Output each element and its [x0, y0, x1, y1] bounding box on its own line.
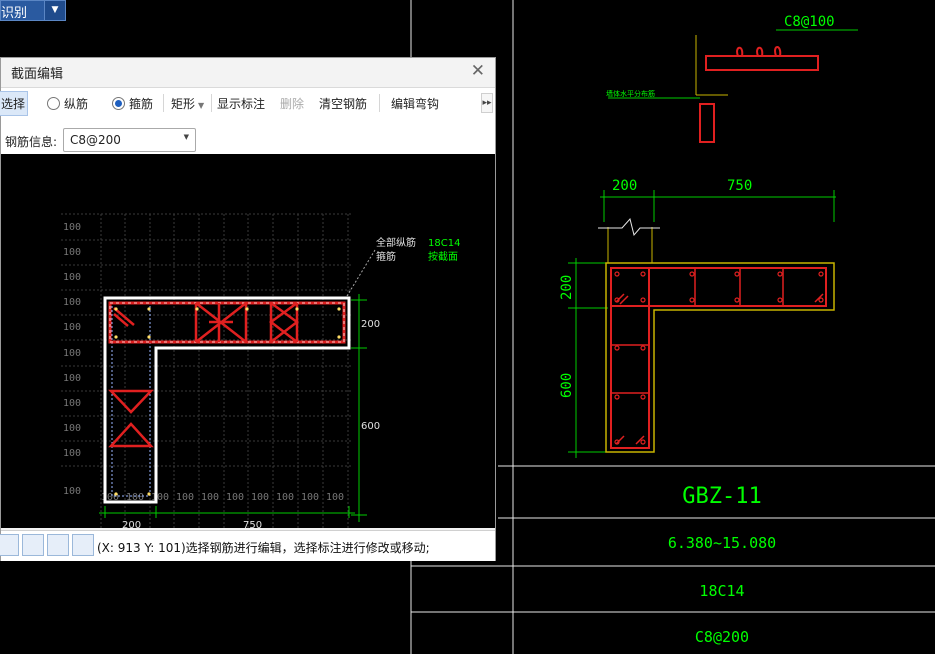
chevron-down-icon: ▼ — [183, 133, 189, 141]
grid-label: 100 — [63, 297, 81, 308]
grid-label: 100 — [301, 492, 319, 503]
stirrup-radio[interactable]: 箍筋 — [112, 95, 153, 112]
chevron-down-icon: ▼ — [198, 101, 205, 110]
dim-right-bottom[interactable]: 600 — [361, 421, 380, 432]
show-labels-button[interactable]: 显示标注 — [217, 97, 266, 111]
grid-label: 100 — [176, 492, 194, 503]
rebar-info-row: 钢筋信息: C8@200 ▼ — [1, 118, 495, 154]
grid-label: 100 — [276, 492, 294, 503]
select-tool-button[interactable]: 选择 — [0, 91, 29, 116]
rebar-info-label: 钢筋信息: — [5, 135, 58, 149]
annotation-value-2[interactable]: 按截面 — [428, 250, 458, 263]
dim-left-top: 200 — [559, 275, 575, 300]
stirrup-label: 箍筋 — [129, 97, 154, 111]
grid-label: 100 — [201, 492, 219, 503]
grid-label: 100 — [101, 492, 119, 503]
delete-button[interactable]: 删除 — [280, 97, 305, 111]
status-text: (X: 913 Y: 101)选择钢筋进行编辑，选择标注进行修改或移动; — [97, 541, 430, 555]
longitudinal-radio[interactable]: 纵筋 — [47, 95, 88, 112]
grid-label: 100 — [63, 486, 81, 497]
grid-label: 100 — [63, 222, 81, 233]
dim-bottom-right[interactable]: 750 — [243, 520, 262, 531]
top-detail-label: C8@100 — [784, 14, 835, 30]
dim-right-top[interactable]: 200 — [361, 319, 380, 330]
toolbar-divider — [211, 94, 212, 112]
dim-top-right: 750 — [727, 178, 752, 194]
section-outline[interactable] — [103, 296, 351, 504]
grid-label: 100 — [63, 398, 81, 409]
tie-pair[interactable] — [108, 389, 154, 448]
top-toolbar-label: 识别 — [1, 6, 28, 21]
grid-label: 100 — [63, 373, 81, 384]
grid-label: 100 — [226, 492, 244, 503]
dialog-titlebar[interactable]: 截面编辑 ✕ — [1, 58, 495, 85]
section-canvas[interactable]: 100 100 100 100 100 100 100 100 100 100 … — [1, 154, 495, 564]
dim-left-bottom: 600 — [559, 373, 575, 398]
grid-label: 100 — [63, 322, 81, 333]
note-label: 墙体水平分布筋 — [606, 89, 655, 98]
table-longitudinal: 18C14 — [699, 582, 744, 600]
chevron-down-icon[interactable]: ▼ — [44, 1, 65, 20]
radio-icon — [47, 97, 60, 110]
annotation-value-1[interactable]: 18C14 — [428, 238, 460, 249]
perpendicular-snap-icon[interactable] — [47, 534, 69, 556]
table-stirrup: C8@200 — [695, 628, 749, 646]
rebar-info-value: C8@200 — [70, 133, 121, 147]
tie-pair[interactable] — [268, 301, 300, 343]
longitudinal-label: 纵筋 — [64, 97, 89, 111]
grid-label: 100 — [63, 272, 81, 283]
grid-label: 100 — [151, 492, 169, 503]
grid-label: 100 — [126, 492, 144, 503]
stirrup-hook[interactable] — [113, 307, 135, 327]
ortho-snap-icon[interactable] — [0, 534, 19, 556]
dim-top-left: 200 — [612, 178, 637, 194]
rebar-info-select[interactable]: C8@200 ▼ — [63, 128, 196, 152]
grid-label: 100 — [63, 348, 81, 359]
clear-rebar-button[interactable]: 清空钢筋 — [319, 97, 368, 111]
table-name: GBZ-11 — [682, 484, 761, 509]
table-elevation: 6.380~15.080 — [668, 534, 776, 552]
toolbar-divider — [379, 94, 380, 112]
grid-label: 100 — [63, 247, 81, 258]
dim-bottom-left[interactable]: 200 — [122, 520, 141, 531]
add-point-icon[interactable] — [72, 534, 94, 556]
close-icon[interactable]: ✕ — [470, 61, 485, 81]
grid-label: 100 — [251, 492, 269, 503]
grid-label: 100 — [63, 423, 81, 434]
radio-checked-icon — [112, 97, 125, 110]
dialog-title: 截面编辑 — [11, 67, 64, 82]
top-toolbar-combo[interactable]: 识别 ▼ — [0, 0, 66, 21]
tie-pair[interactable] — [194, 302, 248, 343]
dialog-toolbar: 选择 纵筋 箍筋 矩形▼ 显示标注 删除 清空钢筋 编辑弯钩 ▸▸ — [0, 87, 495, 119]
grid-label: 100 — [326, 492, 344, 503]
shape-dropdown[interactable]: 矩形▼ — [171, 95, 204, 112]
toolbar-divider — [163, 94, 164, 112]
shape-label: 矩形 — [171, 97, 196, 111]
edit-hook-button[interactable]: 编辑弯钩 — [391, 97, 440, 111]
section-canvas-drawing: 100 100 100 100 100 100 100 100 100 100 … — [61, 213, 460, 564]
annotation-label-1: 全部纵筋 — [376, 236, 416, 249]
line-snap-icon[interactable] — [22, 534, 44, 556]
status-bar: (X: 913 Y: 101)选择钢筋进行编辑，选择标注进行修改或移动; — [0, 530, 495, 561]
section-edit-dialog: 截面编辑 ✕ 选择 纵筋 箍筋 矩形▼ 显示标注 删除 清空钢筋 编辑弯钩 ▸▸… — [0, 57, 496, 564]
grid-label: 100 — [63, 448, 81, 459]
annotation-label-2: 箍筋 — [376, 250, 396, 263]
toolbar-overflow-button[interactable]: ▸▸ — [481, 93, 493, 113]
